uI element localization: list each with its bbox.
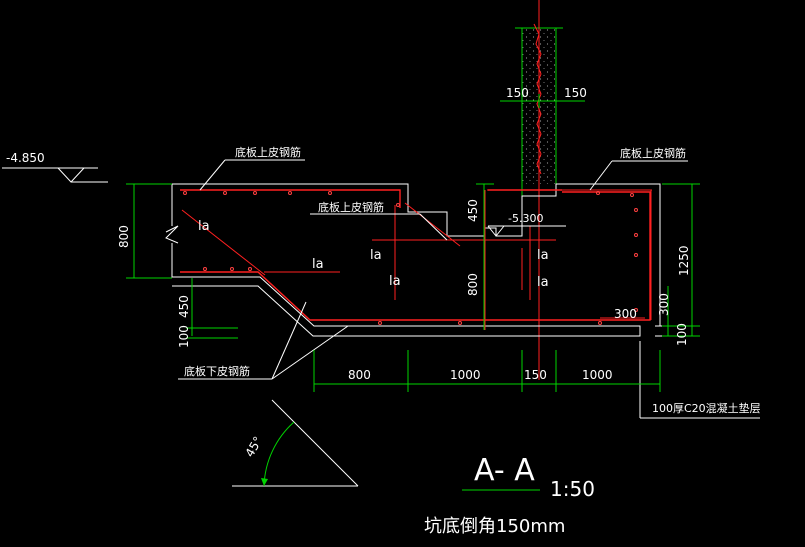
svg-text:底板上皮钢筋: 底板上皮钢筋 bbox=[235, 145, 301, 159]
angle-label: 45° bbox=[242, 434, 265, 459]
chamfer-detail: 45° bbox=[232, 399, 359, 487]
svg-text:1000: 1000 bbox=[450, 368, 481, 382]
svg-text:300: 300 bbox=[657, 293, 671, 316]
leader-top-rebar-1: 底板上皮钢筋 bbox=[199, 145, 305, 191]
svg-text:底板上皮钢筋: 底板上皮钢筋 bbox=[318, 200, 384, 214]
right-dimensions: 1250 300 100 300 bbox=[614, 183, 700, 346]
svg-text:1000: 1000 bbox=[582, 368, 613, 382]
svg-text:1250: 1250 bbox=[677, 245, 691, 276]
leader-cushion: 100厚C20混凝土垫层 bbox=[639, 341, 761, 419]
svg-text:150: 150 bbox=[524, 368, 547, 382]
slab-outline bbox=[165, 183, 665, 337]
bottom-dimensions: 800 1000 150 1000 bbox=[313, 350, 661, 392]
svg-text:100厚C20混凝土垫层: 100厚C20混凝土垫层 bbox=[652, 401, 761, 415]
elevation-top: -4.850 bbox=[2, 151, 108, 183]
leader-top-rebar-2: 底板上皮钢筋 bbox=[310, 200, 448, 241]
la-4: la bbox=[389, 274, 401, 289]
la-6: la bbox=[537, 275, 549, 290]
la-3: la bbox=[370, 248, 382, 263]
svg-text:800: 800 bbox=[117, 225, 131, 248]
svg-text:450: 450 bbox=[177, 295, 191, 318]
rebar-dots bbox=[183, 191, 638, 325]
svg-text:底板上皮钢筋: 底板上皮钢筋 bbox=[620, 146, 686, 160]
svg-text:底板下皮钢筋: 底板下皮钢筋 bbox=[184, 364, 250, 378]
section-name: A- A bbox=[474, 453, 535, 488]
leader-top-rebar-3: 底板上皮钢筋 bbox=[589, 146, 688, 191]
dim-wall-right: 150 bbox=[564, 86, 587, 100]
mid-dimensions: 450 800 bbox=[466, 183, 494, 330]
elevation-mid: -5.300 bbox=[487, 212, 566, 237]
la-2: la bbox=[312, 257, 324, 272]
la-5: la bbox=[537, 248, 549, 263]
wall-dimensions: 150 150 bbox=[500, 86, 587, 108]
svg-text:-5.300: -5.300 bbox=[508, 212, 543, 225]
section-note: 坑底倒角150mm bbox=[424, 516, 565, 537]
svg-text:300: 300 bbox=[614, 307, 637, 321]
anchor-labels: la la la la la la bbox=[198, 219, 549, 290]
svg-text:100: 100 bbox=[675, 323, 689, 346]
leader-bottom-rebar: 底板下皮钢筋 bbox=[178, 301, 349, 380]
rebar bbox=[180, 189, 652, 330]
dim-wall-left: 150 bbox=[506, 86, 529, 100]
section-scale: 1:50 bbox=[550, 477, 595, 501]
svg-text:-4.850: -4.850 bbox=[6, 151, 45, 165]
svg-text:800: 800 bbox=[348, 368, 371, 382]
svg-text:800: 800 bbox=[466, 273, 480, 296]
svg-text:100: 100 bbox=[177, 325, 191, 348]
svg-text:450: 450 bbox=[466, 199, 480, 222]
left-dimensions: 800 450 100 bbox=[117, 183, 238, 348]
la-1: la bbox=[198, 219, 210, 234]
section-title: A- A 1:50 坑底倒角150mm bbox=[424, 453, 595, 537]
